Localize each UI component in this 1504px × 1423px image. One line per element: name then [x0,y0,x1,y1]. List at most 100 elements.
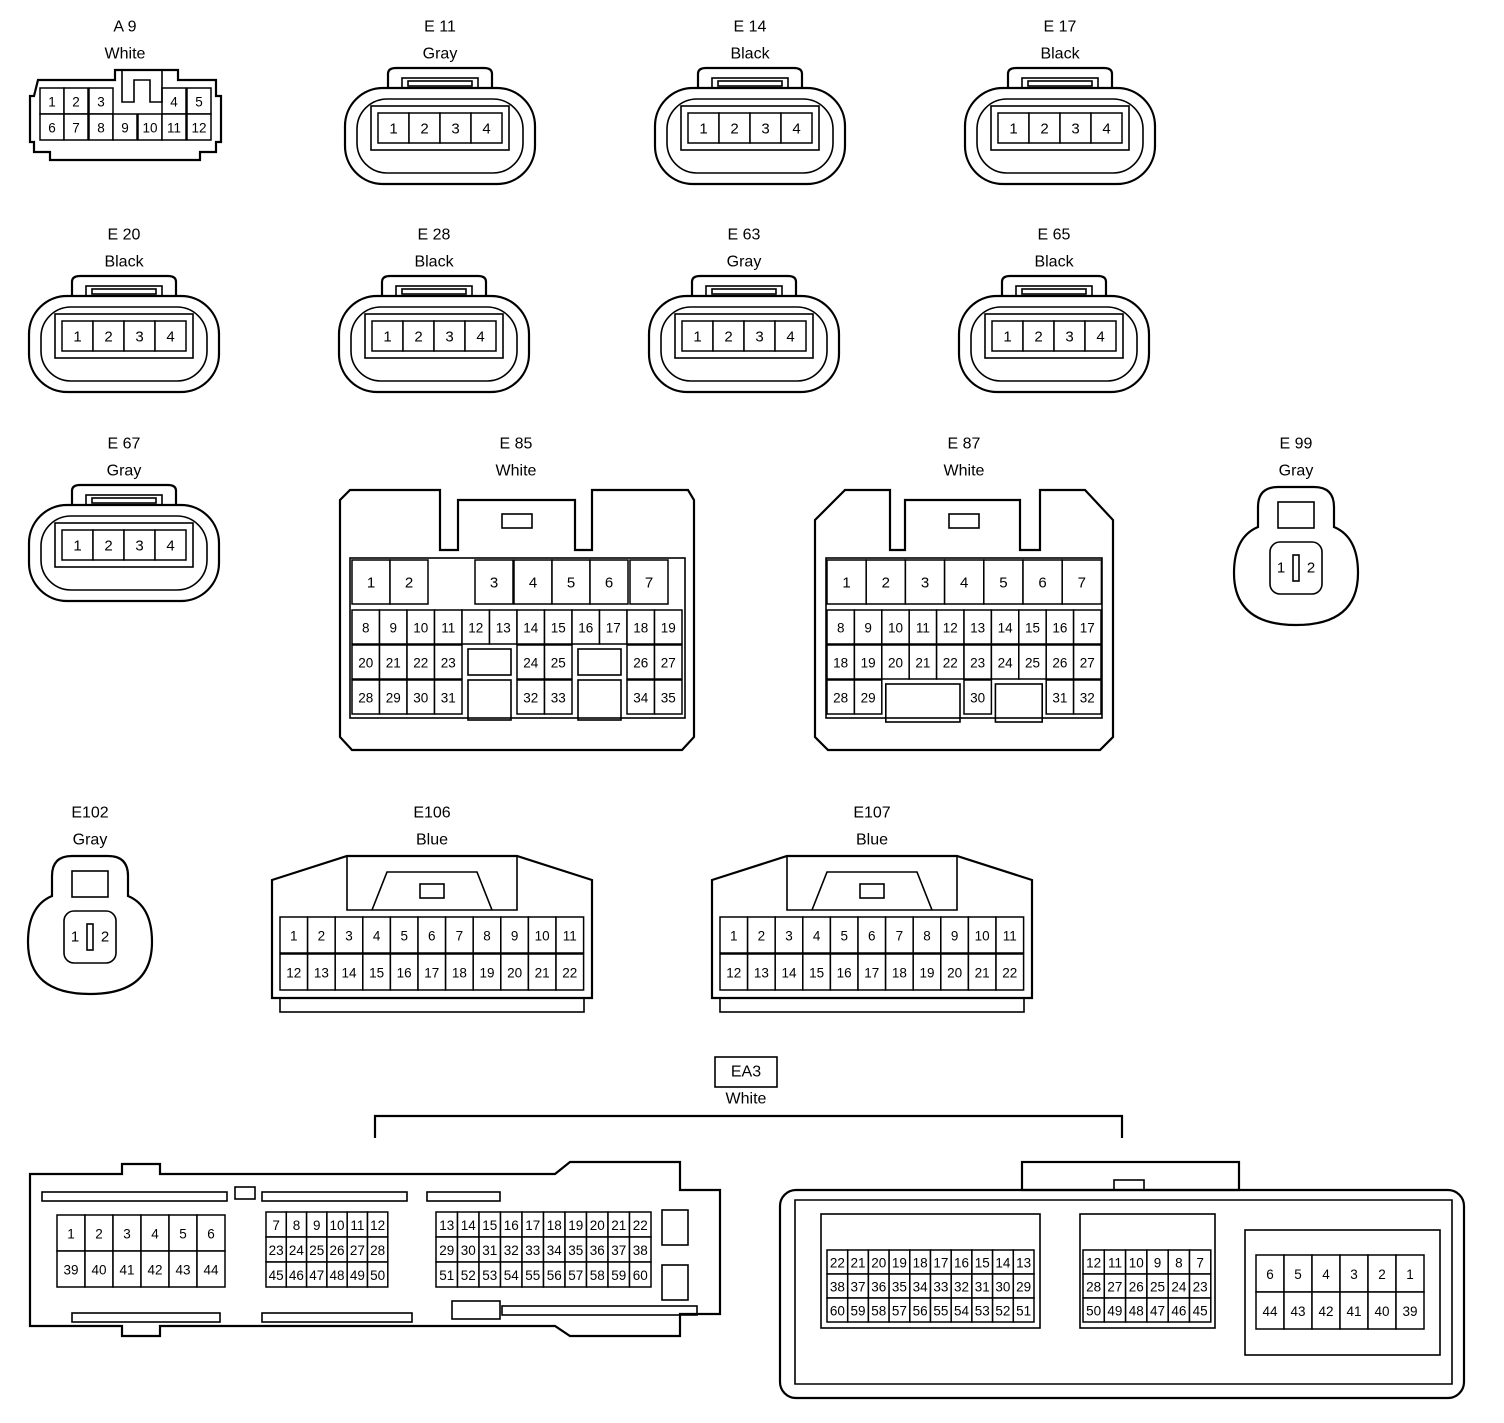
pin-cell [904,559,946,605]
pin-cell [1339,1254,1369,1293]
pin-number: 30 [995,1280,1010,1295]
pin-number: 19 [568,1218,583,1233]
pin-cell [84,1214,114,1252]
pin-number: 56 [913,1304,928,1319]
pin-cell [826,644,856,680]
pin-number: 20 [871,1256,886,1271]
pin-number: 1 [73,329,81,346]
pin-number: 36 [590,1243,605,1258]
pin-cell [63,87,89,115]
pin-number: 38 [633,1243,648,1258]
connector-inner [794,1199,1453,1385]
connector-inner [40,306,208,382]
latch-bar [1027,80,1093,87]
pin-number: 32 [1080,691,1095,706]
pin-number: 4 [1102,121,1110,138]
connector-id: E107 [853,805,890,822]
connector-id: E 99 [1280,436,1313,453]
latch-slot [711,77,789,89]
connector-id: E102 [71,805,108,822]
pin-number: 4 [166,329,174,346]
pin-cell [853,644,883,680]
pin-number: 2 [104,329,112,346]
pin-frame [370,105,510,151]
pin-frame [1079,1213,1216,1329]
pin-number: 44 [203,1263,219,1278]
pin-number: 32 [504,1243,519,1258]
pin-cell [1045,609,1075,645]
pin-cell [306,916,336,954]
pin-number: 4 [786,329,794,346]
key-slot [994,683,1044,723]
pin-frame [349,557,686,719]
pin-number: 31 [975,1280,990,1295]
pin-number: 40 [91,1263,106,1278]
latch-slot [85,285,163,297]
pin-frame [680,105,820,151]
pin-cell [378,609,408,645]
pin-cell [488,609,518,645]
pin-cell [983,559,1024,605]
pin-number: 24 [523,656,539,671]
pin-frame [63,910,117,964]
pin-number: 25 [309,1243,324,1258]
pin-cell [92,529,125,561]
pin-number: 31 [441,691,456,706]
pin-number: 34 [547,1243,563,1258]
pin-number: 19 [479,966,494,981]
connector-color: Black [414,254,454,271]
pin-number: 1 [699,121,707,138]
pin-cell [853,679,883,715]
pin-cell [687,112,720,144]
pin-number: 9 [389,621,397,636]
pin-number: 52 [461,1268,476,1283]
pin-number: 50 [370,1268,385,1283]
pin-cell [154,529,187,561]
pin-number: 1 [71,929,79,946]
rail [261,1312,413,1323]
divider [86,923,94,951]
pin-cell [406,679,436,715]
pin-number: 46 [289,1268,304,1283]
pin-number: 53 [975,1304,990,1319]
pin-number: 25 [551,656,566,671]
pin-cell [719,916,749,954]
latch [70,274,178,296]
pin-number: 10 [330,1218,345,1233]
pin-cell [774,916,804,954]
pin-cell [389,559,429,605]
pin-frame [674,313,814,359]
latch-slot [948,513,980,529]
pin-cell [774,320,807,352]
bottom-rail [719,997,1025,1013]
pin-cell [371,320,404,352]
latch-bar [401,288,467,295]
pin-cell [1090,112,1123,144]
pin-number: 5 [999,575,1007,592]
pin-number: 21 [386,656,401,671]
pin-number: 1 [389,121,397,138]
latch [380,274,488,296]
connector-color: Gray [727,254,762,271]
pin-number: 11 [350,1218,364,1233]
pin-cell [1072,679,1102,715]
pin-cell [935,609,965,645]
pin-cell [474,559,514,605]
latch [71,870,109,898]
pin-number: 12 [286,966,301,981]
pin-number: 35 [568,1243,583,1258]
latch [121,70,163,103]
pin-number: 3 [1065,329,1073,346]
pin-number: 20 [507,966,522,981]
latch [386,66,494,88]
pin-number: 8 [1175,1256,1183,1271]
pin-number: 19 [861,656,876,671]
pin-number: 35 [892,1280,907,1295]
latch-slot [859,883,885,899]
connector-id: E 14 [734,19,767,36]
pin-cell [943,559,985,605]
pin-number: 4 [151,1227,159,1242]
pin-number: 3 [451,121,459,138]
